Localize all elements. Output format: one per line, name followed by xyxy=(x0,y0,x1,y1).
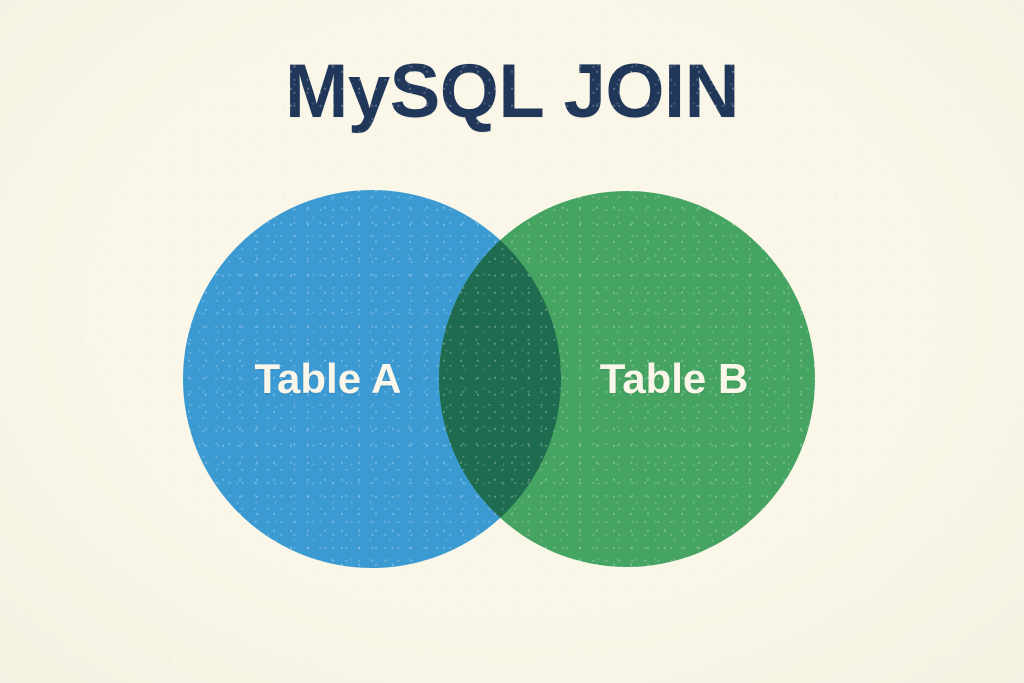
venn-label-table-b: Table B xyxy=(599,355,749,402)
page-title: MySQL JOIN xyxy=(285,49,739,134)
venn-intersection-shape xyxy=(439,191,561,567)
venn-label-table-a: Table A xyxy=(254,355,402,402)
venn-intersection-region[interactable] xyxy=(439,191,815,567)
